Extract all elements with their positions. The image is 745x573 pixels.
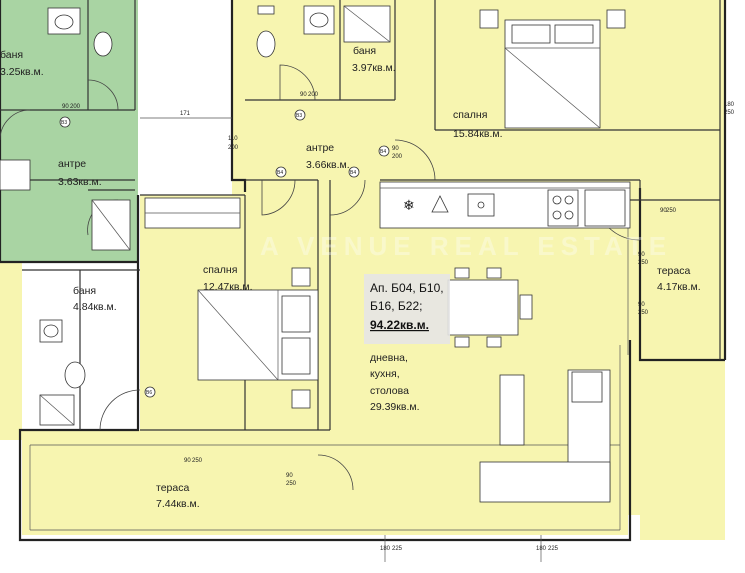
- room-name-bath-left: баня: [73, 285, 96, 297]
- room-area-living: 29.39кв.м.: [370, 401, 420, 413]
- room-name-living-1: дневна,: [370, 352, 408, 364]
- room-area-hall: 3.66кв.м.: [306, 159, 350, 171]
- snowflake-icon: ❄: [403, 198, 415, 214]
- dim-90-g: 90: [184, 458, 191, 464]
- dim-90-a: 90: [62, 104, 69, 110]
- dim-250-b: 250: [666, 208, 677, 214]
- dim-250-a: 250: [724, 110, 735, 116]
- tag-b3-a: B3: [61, 120, 67, 126]
- apartment-label-box: [364, 274, 450, 344]
- apartment-label-line2: Б16, Б22;: [370, 299, 422, 313]
- dim-90-e: 90: [638, 252, 645, 258]
- dim-180: 180: [724, 102, 735, 108]
- dim-110: 110: [228, 136, 238, 142]
- dimension-annotations: 171 90 200 110 200 90 200 90 200 180 250…: [62, 92, 735, 562]
- sink-icon: [467, 193, 495, 217]
- svg-text:❄: ❄: [403, 198, 415, 214]
- dim-171: 171: [180, 111, 191, 117]
- extractor-hood-icon: [431, 195, 449, 213]
- room-area-bath-top: 3.97кв.м.: [352, 62, 396, 74]
- room-name-living-3: столова: [370, 385, 409, 397]
- bed-left: [197, 267, 319, 409]
- dim-90-f: 90: [638, 302, 645, 308]
- kitchen-counter: [379, 181, 631, 229]
- sofa: [479, 369, 611, 503]
- room-area-terrace-right: 4.17кв.м.: [657, 281, 701, 293]
- shower-top: [343, 5, 391, 43]
- dim-225-b: 225: [548, 546, 559, 552]
- tag-b4-b: B4: [277, 170, 283, 176]
- room-name-bedroom-top: спалня: [453, 109, 487, 121]
- dim-250-d: 250: [638, 310, 649, 316]
- wardrobe-left: [144, 197, 241, 229]
- tv-cabinet: [499, 374, 525, 446]
- tag-b3-b: B3: [296, 113, 302, 119]
- room-name-bath-top: баня: [353, 45, 376, 57]
- dim-90-c: 90: [300, 92, 307, 98]
- room-name-neighbor-hall: антре: [58, 158, 86, 170]
- outer-walls: [0, 0, 727, 542]
- tag-b4-a: B4: [380, 149, 386, 155]
- dim-90-d: 90: [660, 208, 667, 214]
- bed-top: [479, 9, 626, 129]
- room-area-bedroom-top: 15.84кв.м.: [453, 128, 503, 140]
- neighbor-fixtures: [0, 7, 131, 251]
- neighbor-apartment-lower: [0, 262, 22, 430]
- room-name-neighbor-bath: баня: [0, 49, 23, 61]
- room-area-neighbor-bath: 3.25кв.м.: [0, 66, 44, 78]
- dim-200-b: 200: [228, 145, 239, 151]
- room-name-bedroom-left: спалня: [203, 264, 237, 276]
- dim-225-a: 225: [392, 546, 403, 552]
- dim-90-h: 90: [286, 473, 293, 479]
- watermark: A VENUE REAL ESTATE: [260, 231, 672, 261]
- dim-200-c: 200: [392, 154, 403, 160]
- room-name-living-2: кухня,: [370, 368, 400, 380]
- dim-250-f: 250: [286, 481, 297, 487]
- room-area-bath-left: 4.84кв.м.: [73, 301, 117, 313]
- hob-icon: [552, 195, 574, 220]
- apartment-label-line1: Ап. Б04, Б10,: [370, 281, 444, 295]
- room-area-terrace-bottom: 7.44кв.м.: [156, 498, 200, 510]
- room-area-bedroom-left: 12.47кв.м.: [203, 281, 253, 293]
- dim-250-e: 250: [192, 458, 203, 464]
- room-name-hall: антре: [306, 142, 334, 154]
- washbasin-top: [303, 5, 335, 35]
- room-name-terrace-bottom: тераса: [156, 482, 189, 494]
- tag-b4-c: B4: [350, 170, 356, 176]
- dim-90-b: 90: [392, 146, 399, 152]
- room-area-neighbor-hall: 3.63кв.м.: [58, 176, 102, 188]
- room-name-terrace-right: тераса: [657, 265, 690, 277]
- dim-200-a: 200: [70, 104, 81, 110]
- door-tags: B3 B3 B4 B4 B4 B6: [59, 109, 390, 398]
- dining-table: [447, 267, 533, 348]
- bath-left-fixtures: [39, 319, 86, 426]
- tag-b6: B6: [146, 390, 152, 396]
- dim-200-d: 200: [308, 92, 319, 98]
- dim-250-c: 250: [638, 260, 649, 266]
- toilet-top: [256, 5, 276, 58]
- apartment-label-area: 94.22кв.м.: [370, 318, 429, 332]
